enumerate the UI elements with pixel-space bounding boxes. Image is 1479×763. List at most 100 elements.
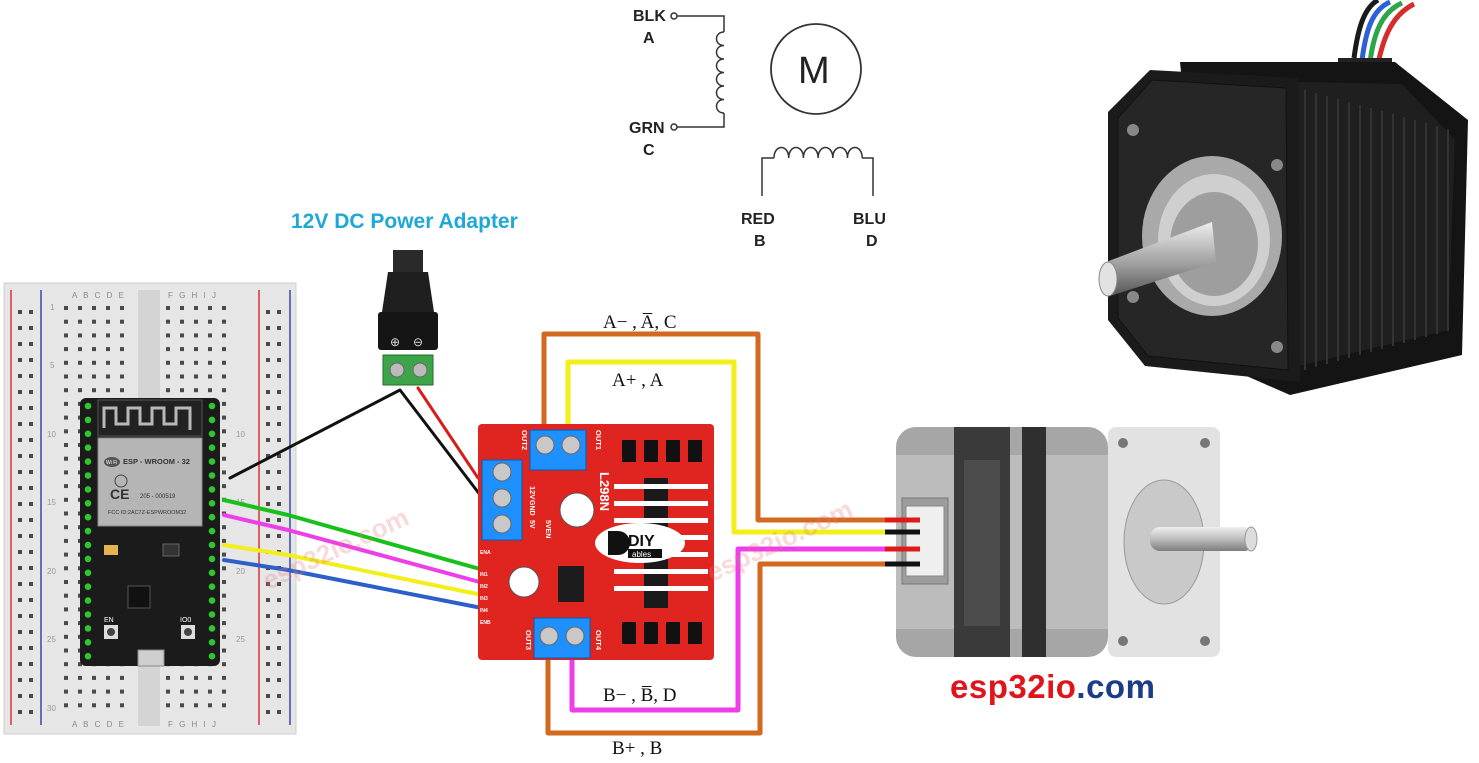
coil-a-winding (715, 31, 725, 114)
rail-hole (18, 470, 22, 474)
breadboard-hole (180, 703, 184, 708)
v5en-label: 5VEN (544, 520, 551, 538)
breadboard-hole (222, 429, 226, 434)
pin-dot (208, 583, 216, 590)
rail-hole (18, 582, 22, 586)
rail-hole (18, 310, 22, 314)
row-number: 25 (236, 635, 245, 644)
motor-symbol-circle (770, 23, 862, 115)
pin-dot (84, 625, 92, 632)
breadboard-hole (166, 374, 170, 379)
screw-icon (492, 488, 512, 508)
io0-label: IO0 (180, 617, 191, 624)
rail-hole (18, 486, 22, 490)
breadboard-hole (78, 689, 82, 694)
usb-chip (127, 585, 151, 609)
breadboard-hole (208, 360, 212, 365)
row-number: 20 (47, 567, 56, 576)
breadboard-hole (222, 306, 226, 310)
cert-icon (114, 474, 128, 488)
diode (666, 622, 680, 644)
breadboard-hole (92, 306, 96, 310)
schem-blk: BLK (633, 8, 666, 25)
breadboard-hole (106, 703, 110, 708)
wire-pink-b-minus (569, 546, 888, 713)
breadboard-hole (180, 388, 184, 393)
rail-hole (29, 566, 33, 570)
breadboard-hole (64, 566, 68, 571)
diode (622, 440, 636, 462)
schem-a: A (643, 30, 655, 47)
coil-a-lead-top (677, 15, 725, 32)
breadboard-hole (222, 360, 226, 365)
rail-hole (277, 614, 281, 618)
pin-dot (84, 569, 92, 577)
rail-hole (266, 406, 270, 410)
breadboard-hole (194, 360, 198, 365)
rail-hole (277, 502, 281, 506)
row-number: 10 (236, 430, 245, 439)
rail-hole (18, 566, 22, 570)
breadboard-hole (64, 306, 68, 310)
heatsink-fin (614, 501, 708, 506)
breadboard-hole (222, 566, 226, 571)
row-number: 30 (47, 704, 56, 713)
wires (222, 331, 888, 736)
breadboard-hole (222, 525, 226, 530)
esp32-pin-headers (84, 402, 216, 660)
breadboard-hole (64, 607, 68, 612)
io0-button-cap[interactable] (184, 628, 192, 636)
breadboard-hole (180, 689, 184, 694)
rail-hole (266, 438, 270, 442)
rail-hole (18, 550, 22, 554)
watermark: esp32io.com (702, 494, 857, 588)
stepper-motor-photo (1098, 0, 1468, 395)
capacitor (104, 545, 118, 555)
rail-hole (29, 582, 33, 586)
rail-hole (18, 422, 22, 426)
rail-hole (266, 454, 270, 458)
en-button-cap[interactable] (107, 628, 115, 636)
row-number: 25 (47, 635, 56, 644)
rail-hole (266, 710, 270, 714)
in4-label: IN4 (480, 608, 488, 614)
pin-dot (208, 639, 216, 646)
pin-dot (208, 458, 216, 465)
heatsink-fin (614, 484, 708, 489)
rail-hole (277, 678, 281, 682)
breadboard-hole (92, 347, 96, 352)
rail-hole (18, 374, 22, 378)
esp32-antenna-area (97, 399, 203, 437)
rail-hole (18, 598, 22, 602)
rail-hole (18, 518, 22, 522)
diode (622, 622, 636, 644)
esp32-module-name: ESP - WROOM - 32 (123, 457, 190, 466)
brand-logo: esp32io.com (950, 668, 1155, 706)
rail-hole (29, 662, 33, 666)
breadboard-hole (166, 333, 170, 338)
label-a-minus: A− , A̅, C (603, 312, 677, 333)
breadboard-hole (120, 374, 124, 379)
breadboard-hole (106, 675, 110, 680)
breadboard-hole (180, 360, 184, 365)
breadboard-hole (208, 347, 212, 352)
lead-blue (1359, 0, 1392, 61)
jack-housing (378, 312, 438, 350)
rail-hole (266, 374, 270, 378)
breadboard-hole (180, 347, 184, 352)
schem-d: D (866, 233, 878, 250)
pin-dot (84, 402, 92, 410)
wire-orange-a-minus (541, 331, 888, 523)
breadboard-hole (180, 319, 184, 324)
row-number: 15 (47, 498, 56, 507)
mount-hole-icon (1200, 636, 1210, 646)
breadboard-hole (64, 374, 68, 379)
rail-hole (29, 710, 33, 714)
rail-hole (266, 598, 270, 602)
breadboard-hole (208, 675, 212, 680)
out1-label: OUT1 (594, 430, 603, 450)
screw-icon (389, 362, 405, 378)
mount-hole-icon (1271, 159, 1283, 171)
pin-dot (84, 611, 92, 618)
